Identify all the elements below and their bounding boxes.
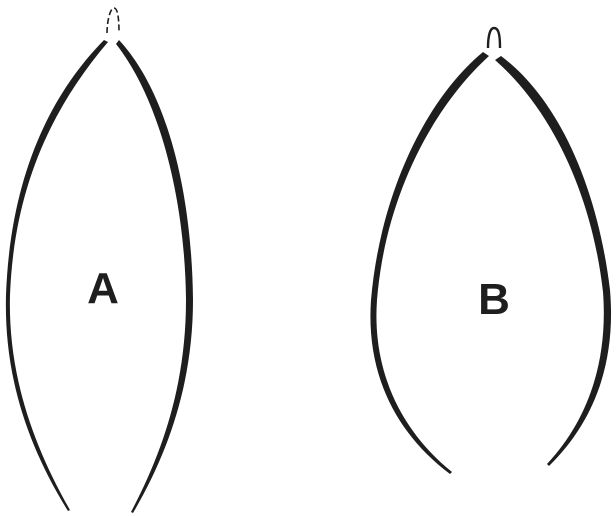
panel-b-label: B: [478, 275, 510, 324]
panel-b-left-outline: [370, 52, 489, 474]
panel-a: A: [6, 8, 193, 513]
panel-a-label: A: [87, 264, 119, 313]
panel-b-tip: [488, 28, 500, 48]
panel-a-right-outline: [116, 40, 193, 513]
panel-b: B: [370, 28, 611, 474]
panel-b-right-outline: [495, 56, 611, 466]
panel-a-tip: [107, 8, 119, 33]
